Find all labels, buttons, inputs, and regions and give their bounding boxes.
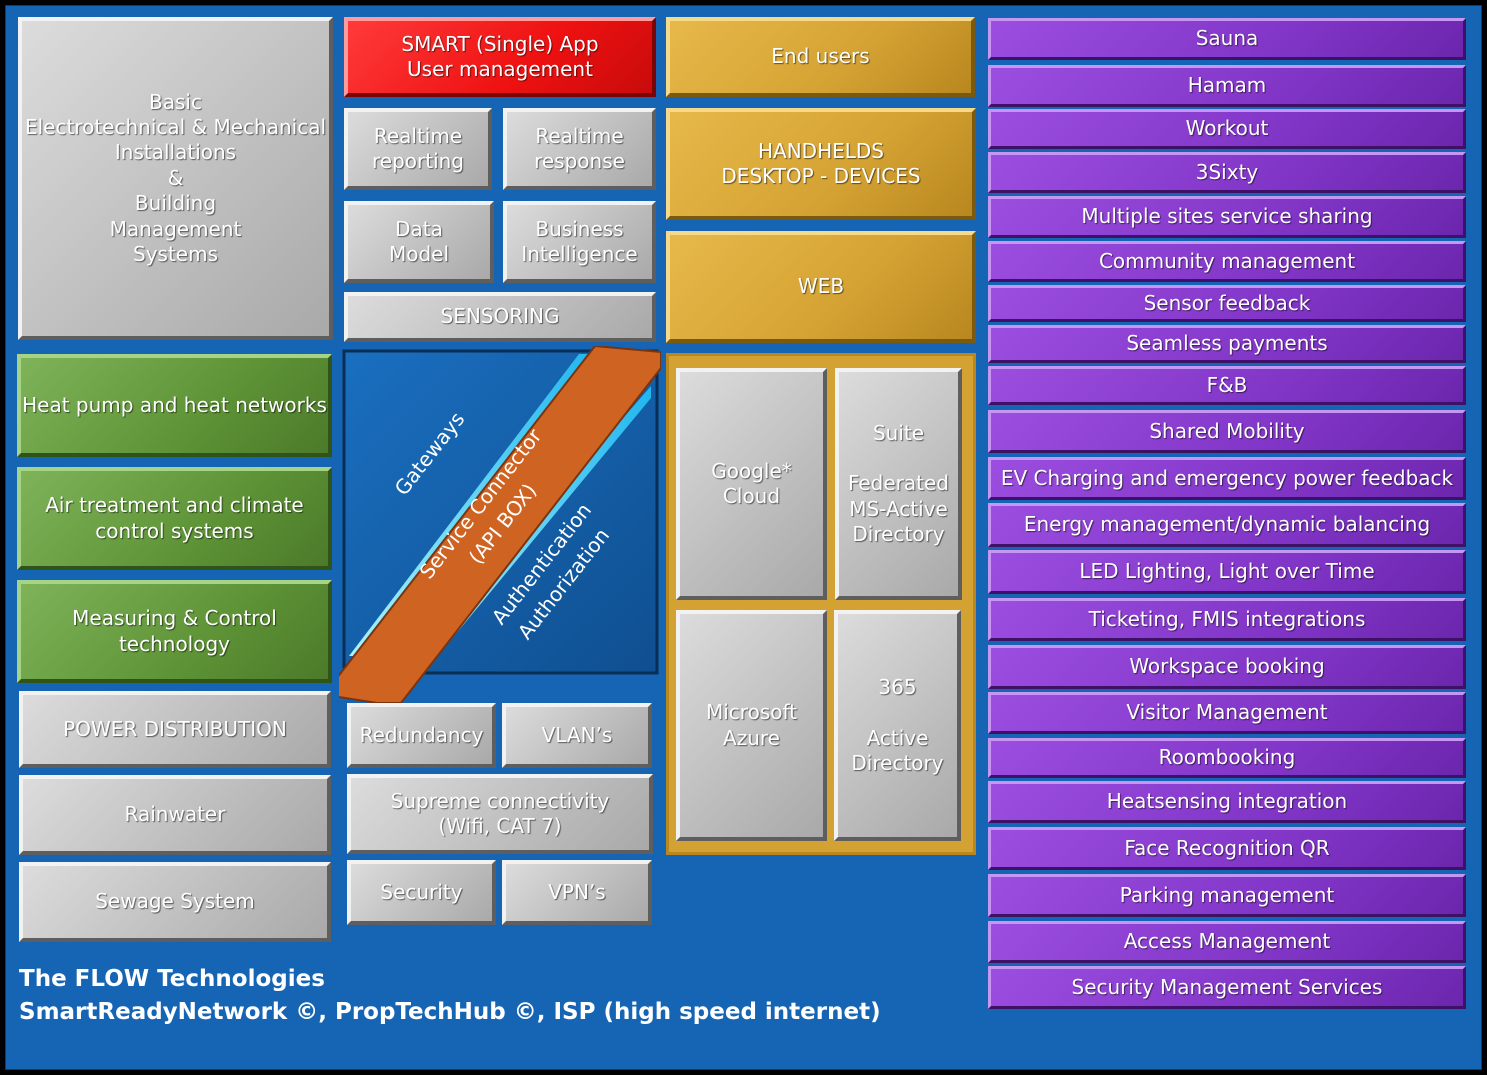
footer-title: The FLOW Technologies bbox=[19, 966, 325, 992]
service-item: Security Management Services bbox=[988, 966, 1466, 1009]
smart-app-block: SMART (Single) App User management bbox=[344, 17, 656, 97]
vpns-block: VPN’s bbox=[502, 860, 652, 925]
data-model-block: Data Model bbox=[344, 201, 494, 283]
service-item: Sensor feedback bbox=[988, 285, 1466, 322]
web-block: WEB bbox=[666, 231, 976, 343]
service-item: Hamam bbox=[988, 65, 1466, 107]
realtime-reporting-block: Realtime reporting bbox=[344, 108, 492, 190]
service-item: Workout bbox=[988, 109, 1466, 149]
heat-pump-block: Heat pump and heat networks bbox=[17, 354, 332, 457]
service-item: Ticketing, FMIS integrations bbox=[988, 598, 1466, 641]
service-item: Visitor Management bbox=[988, 692, 1466, 734]
service-item: Sauna bbox=[988, 18, 1466, 60]
service-item: Parking management bbox=[988, 874, 1466, 917]
realtime-response-block: Realtime response bbox=[503, 108, 656, 190]
service-item: Roombooking bbox=[988, 738, 1466, 778]
service-item: 3Sixty bbox=[988, 152, 1466, 193]
sewage-system-block: Sewage System bbox=[19, 862, 331, 942]
service-item: Face Recognition QR bbox=[988, 827, 1466, 870]
rainwater-block: Rainwater bbox=[19, 775, 331, 855]
api-box-graphic: Gateways Service Connector (API BOX) Aut… bbox=[339, 346, 661, 704]
supreme-connectivity-block: Supreme connectivity (Wifi, CAT 7) bbox=[347, 774, 653, 854]
service-item: Heatsensing integration bbox=[988, 781, 1466, 823]
power-distribution-block: POWER DISTRIBUTION bbox=[19, 691, 331, 768]
footer-subtitle: SmartReadyNetwork ©, PropTechHub ©, ISP … bbox=[19, 999, 881, 1025]
handhelds-devices-block: HANDHELDS DESKTOP - DEVICES bbox=[666, 108, 976, 220]
federated-active-directory-block: Suite Federated MS-Active Directory bbox=[835, 368, 962, 600]
air-treatment-block: Air treatment and climate control system… bbox=[17, 467, 332, 570]
service-item: Access Management bbox=[988, 921, 1466, 963]
sensoring-block: SENSORING bbox=[344, 292, 656, 342]
vlans-block: VLAN’s bbox=[502, 703, 652, 768]
service-item: Multiple sites service sharing bbox=[988, 196, 1466, 238]
service-item: Seamless payments bbox=[988, 325, 1466, 363]
service-connector-band bbox=[339, 346, 661, 704]
end-users-block: End users bbox=[666, 17, 975, 97]
microsoft-azure-block: Microsoft Azure bbox=[676, 610, 827, 841]
security-block: Security bbox=[347, 860, 496, 925]
service-item: Workspace booking bbox=[988, 645, 1466, 689]
service-item: Shared Mobility bbox=[988, 410, 1466, 453]
basic-installations-block: Basic Electrotechnical & Mechanical Inst… bbox=[18, 17, 333, 340]
active-directory-block: 365 Active Directory bbox=[834, 610, 961, 841]
service-item: Community management bbox=[988, 241, 1466, 282]
google-cloud-block: Google* Cloud bbox=[676, 368, 827, 600]
service-item: F&B bbox=[988, 366, 1466, 405]
redundancy-block: Redundancy bbox=[347, 703, 496, 768]
measuring-control-block: Measuring & Control technology bbox=[17, 580, 332, 683]
service-item: Energy management/dynamic balancing bbox=[988, 503, 1466, 547]
service-item: EV Charging and emergency power feedback bbox=[988, 457, 1466, 500]
business-intelligence-block: Business Intelligence bbox=[503, 201, 656, 283]
service-item: LED Lighting, Light over Time bbox=[988, 550, 1466, 594]
